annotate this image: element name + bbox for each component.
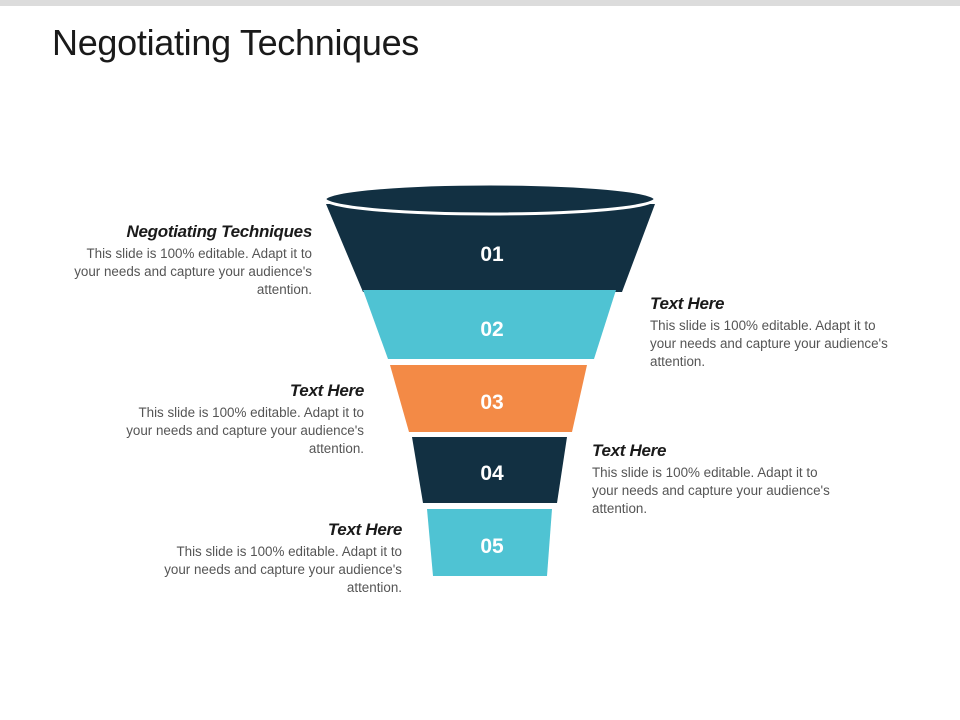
label-5: Text Here This slide is 100% editable. A… <box>162 520 402 597</box>
funnel-rim <box>323 182 657 216</box>
label-5-heading: Text Here <box>327 520 402 539</box>
label-5-text: This slide is 100% editable. Adapt it to… <box>164 544 402 595</box>
funnel-level-3 <box>390 365 587 432</box>
label-4: Text Here This slide is 100% editable. A… <box>592 441 832 518</box>
level-number-4: 04 <box>480 462 504 485</box>
level-number-1: 01 <box>480 243 504 266</box>
slide-title: Negotiating Techniques <box>52 22 420 63</box>
funnel-level-4 <box>412 437 567 503</box>
label-2-text: This slide is 100% editable. Adapt it to… <box>650 318 888 369</box>
label-3: Text Here This slide is 100% editable. A… <box>124 381 364 458</box>
label-4-text: This slide is 100% editable. Adapt it to… <box>592 465 830 516</box>
funnel-level-2 <box>363 290 616 359</box>
funnel-level-1 <box>326 204 655 292</box>
top-bar <box>0 0 960 6</box>
level-number-3: 03 <box>480 391 503 414</box>
level-number-5: 05 <box>480 535 504 558</box>
label-2-heading: Text Here <box>650 294 725 313</box>
funnel-level-5 <box>427 509 552 576</box>
label-1: Negotiating Techniques This slide is 100… <box>72 222 312 299</box>
label-2: Text Here This slide is 100% editable. A… <box>650 294 890 371</box>
label-1-text: This slide is 100% editable. Adapt it to… <box>74 246 312 297</box>
label-1-heading: Negotiating Techniques <box>126 222 313 241</box>
label-3-text: This slide is 100% editable. Adapt it to… <box>126 405 364 456</box>
label-3-heading: Text Here <box>289 381 364 400</box>
label-4-heading: Text Here <box>592 441 667 460</box>
level-number-2: 02 <box>480 318 503 341</box>
